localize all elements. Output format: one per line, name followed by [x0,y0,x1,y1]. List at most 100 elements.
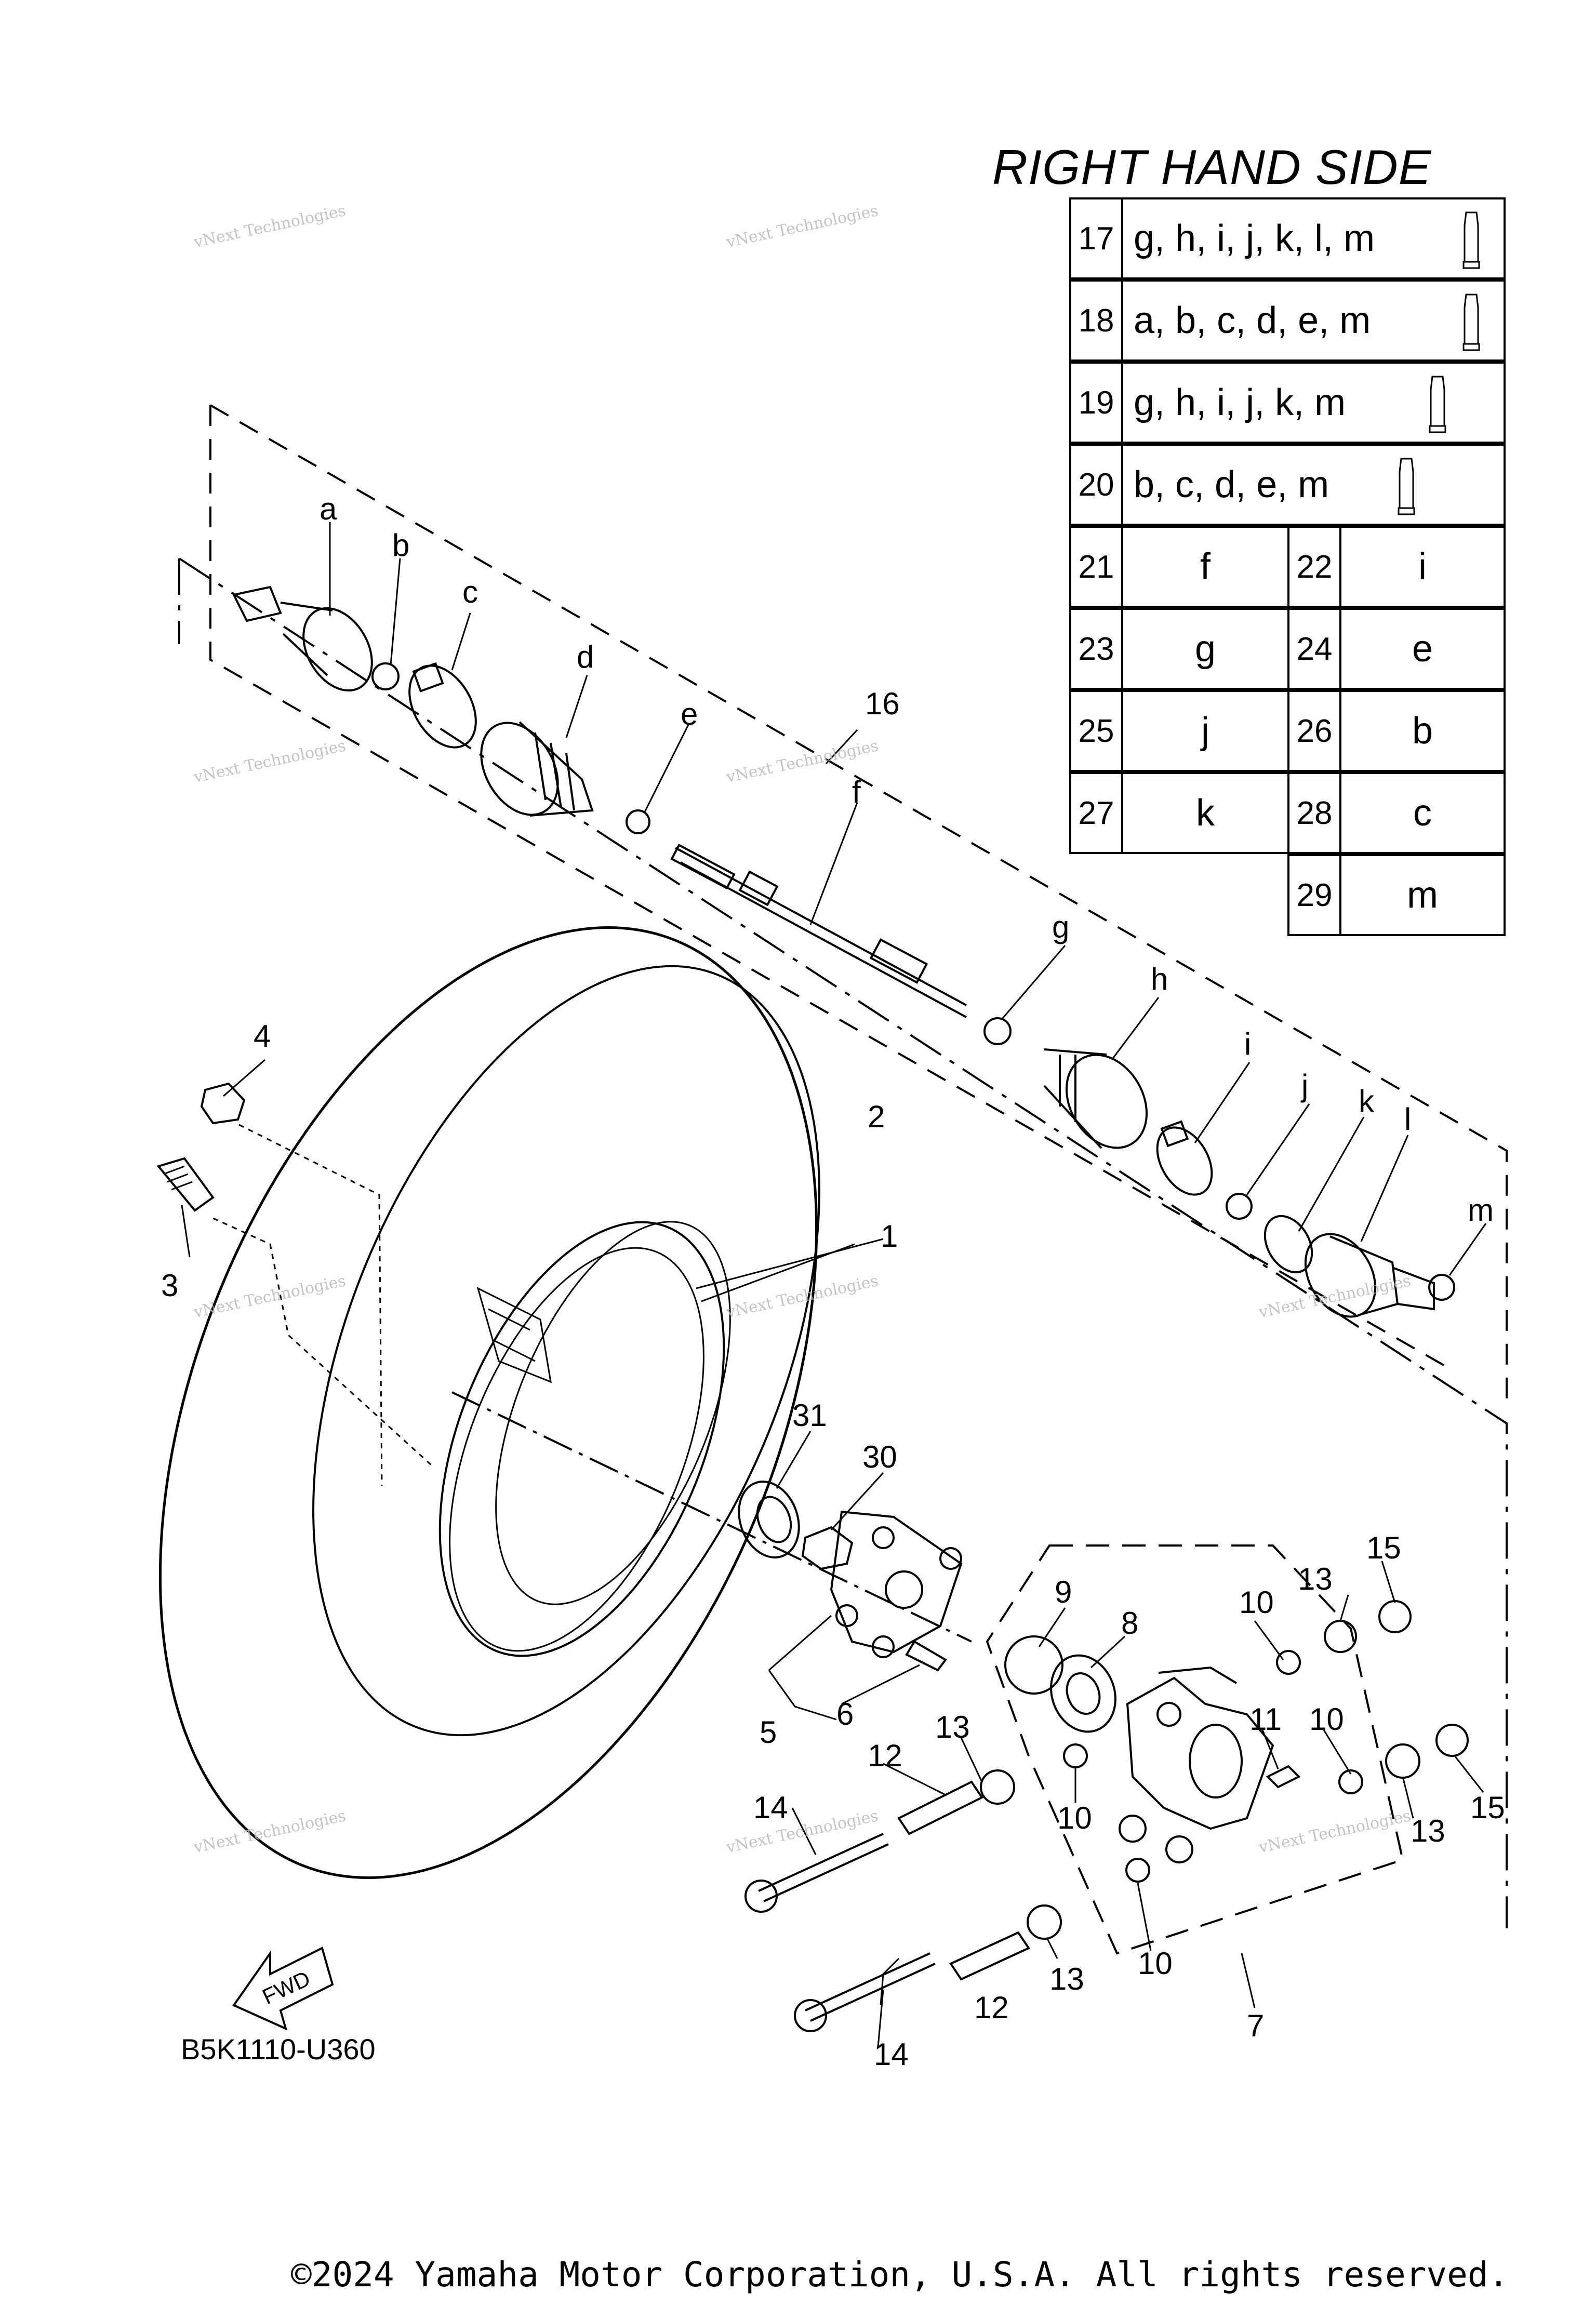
stud-bolt-6 [905,1640,947,1672]
diagram-code: B5K1110-U360 [181,2033,376,2066]
valve-cap-4 [200,1082,246,1125]
callout-7: 7 [1247,2008,1264,2043]
fwd-label: FWD [259,1966,314,2009]
circlip-b [371,662,400,690]
grease-nipple-11 [1266,1765,1301,1789]
circlip-j [1226,1193,1253,1220]
callout-f: f [852,775,861,809]
callout-10c: 10 [1057,1801,1092,1835]
callout-l: l [1404,1102,1411,1137]
callout-h: h [1151,962,1168,996]
kit-number: 17 [1071,199,1123,277]
grease-tube-icon [1462,294,1480,351]
grease-tube-icon [1398,458,1415,515]
bush-10-set [1063,1650,1363,1883]
circlip-m [1428,1274,1455,1301]
kit-number: 18 [1071,282,1123,359]
page-title: RIGHT HAND SIDE [992,140,1432,194]
callout-15a: 15 [1366,1530,1401,1565]
kit-parts: b, c, d, e, m [1134,464,1329,505]
callout-2: 2 [868,1099,885,1134]
callout-k: k [1359,1084,1375,1118]
kit-number: 19 [1071,364,1123,442]
callout-13b: 13 [935,1710,970,1744]
callout-31: 31 [792,1398,827,1433]
cap-15-set [1378,1600,1469,1757]
callout-14b: 14 [874,2037,909,2072]
callout-13d: 13 [1049,1962,1084,1996]
callout-3: 3 [161,1268,178,1303]
kit-parts: g, h, i, j, k, m [1134,382,1346,423]
inner-cv-joint-l [1304,1233,1435,1318]
shaft-assembly-frame [178,557,1508,1928]
hub-5 [830,1510,963,1658]
callout-e: e [681,697,698,731]
callout-30: 30 [862,1440,897,1474]
callout-10a: 10 [1239,1585,1274,1620]
callout-14a: 14 [753,1790,788,1825]
callout-i: i [1244,1027,1251,1061]
wheel-bearing-31 [738,1481,800,1558]
valve-stem-3 [156,1157,215,1212]
callout-4: 4 [254,1019,271,1054]
kit-parts: g, h, i, j, k, l, m [1134,218,1375,259]
copyright-notice: ©2024 Yamaha Motor Corporation, U.S.A. A… [291,2255,1509,2295]
callout-13c: 13 [1411,1814,1445,1848]
nut-30 [801,1526,854,1570]
callout-1: 1 [881,1219,898,1254]
callout-10b: 10 [1309,1702,1344,1737]
boot-band-e [626,809,650,834]
steering-knuckle-7 [1119,1666,1274,1863]
axle-shaft-f [670,844,967,1018]
callout-j: j [1300,1068,1308,1103]
callout-6: 6 [836,1697,854,1731]
kit-row-18: 18 a, b, c, d, e, m [1069,279,1506,362]
callout-12b: 12 [974,1990,1009,2025]
callout-8: 8 [1121,1606,1138,1641]
callout-15b: 15 [1470,1790,1505,1825]
callout-g: g [1052,910,1069,944]
callout-16: 16 [865,686,900,721]
boot-h [1043,1048,1148,1149]
bearing-8 [1050,1654,1116,1733]
boot-band-i [1156,1120,1213,1196]
grease-tube-icon [1429,376,1446,433]
callout-b: b [392,528,409,563]
callout-c: c [462,575,478,609]
boot-d [480,721,594,817]
callout-m: m [1468,1193,1494,1228]
circlip-9 [1004,1635,1063,1695]
knuckle-group-frame [986,1544,1404,1955]
kit-parts: a, b, c, d, e, m [1134,300,1371,341]
callout-12a: 12 [868,1738,902,1773]
fwd-arrow-icon [232,1947,334,2031]
boot-band-g [983,1017,1012,1045]
kit-row-17: 17 g, h, i, j, k, l, m [1069,197,1506,279]
callout-9: 9 [1055,1575,1072,1609]
callout-11: 11 [1249,1702,1282,1737]
grease-tube-icon [1462,211,1480,269]
callout-a: a [320,491,337,526]
collar-13-set [980,1620,1420,1940]
tire-illustration [158,926,820,1879]
outer-cv-joint-a [232,585,373,692]
callout-10d: 10 [1138,1946,1173,1981]
callout-5: 5 [760,1715,777,1750]
callout-d: d [577,639,594,674]
boot-band-c [408,662,477,749]
collar-12-set [897,1780,1030,1981]
shaft-assembly-dashed-frame [209,404,1508,1403]
kit-row-20: 20 b, c, d, e, m [1069,444,1506,526]
kit-row-19: 19 g, h, i, j, k, m [1069,362,1506,444]
bolt-14-set [744,1833,936,2032]
